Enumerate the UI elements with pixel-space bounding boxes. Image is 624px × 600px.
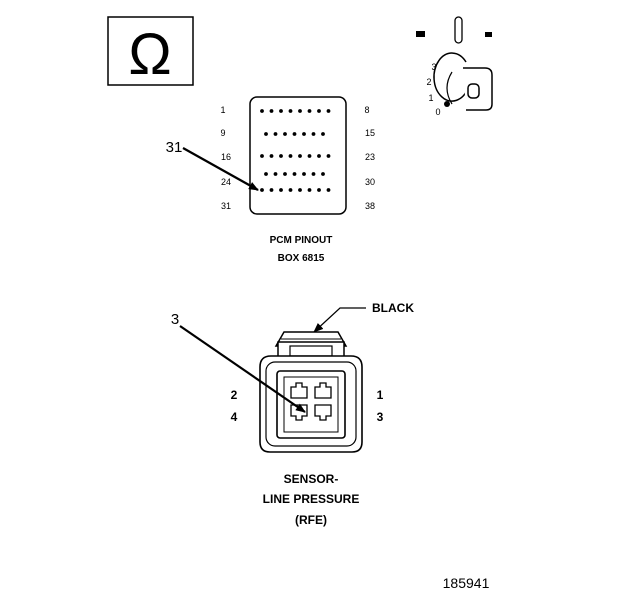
sensor-callout-number: 3 — [171, 311, 179, 328]
sensor-label-line3: (RFE) — [295, 513, 327, 527]
pcm-pin-hole — [269, 188, 274, 192]
pcm-pin-hole — [311, 172, 316, 176]
pcm-pin-hole — [321, 172, 325, 176]
pcm-pin-hole — [279, 154, 283, 158]
pcm-pin-hole — [264, 172, 268, 176]
sensor-pin-4: 4 — [231, 410, 238, 424]
sensor-callout-arrow — [179, 325, 306, 413]
pcm-pin-hole — [283, 172, 287, 176]
pcm-pin-hole — [326, 109, 331, 113]
wire-color-label: BLACK — [372, 301, 414, 315]
pcm-pin-16: 16 — [221, 152, 231, 162]
pcm-pin-hole — [292, 172, 297, 176]
pcm-pin-hole — [326, 188, 331, 192]
pcm-pin-hole — [302, 132, 306, 136]
pcm-pin-hole — [292, 132, 297, 136]
pcm-pin-hole — [269, 109, 274, 113]
pcm-pin-23: 23 — [365, 152, 375, 162]
black-wire-leader — [313, 307, 366, 333]
pcm-pin-1: 1 — [220, 105, 225, 115]
figure-number: 185941 — [443, 575, 490, 591]
pcm-label-line1: PCM PINOUT — [270, 235, 333, 246]
pcm-pin-hole — [273, 132, 278, 136]
pcm-pin-38: 38 — [365, 201, 375, 211]
pcm-pin-15: 15 — [365, 128, 375, 138]
pcm-callout-number: 31 — [166, 139, 183, 156]
pcm-pin-hole — [317, 188, 321, 192]
pcm-pin-9: 9 — [220, 128, 225, 138]
pcm-pin-hole — [260, 154, 264, 158]
ohm-symbol: Ω — [128, 22, 171, 87]
pcm-pin-hole — [307, 188, 312, 192]
pcm-pin-8: 8 — [364, 105, 369, 115]
pcm-pin-hole — [288, 154, 293, 158]
pcm-callout-arrow — [182, 147, 259, 191]
pcm-pin-hole — [317, 109, 321, 113]
pcm-label-line2: BOX 6815 — [278, 253, 325, 264]
pcm-pin-hole — [307, 109, 312, 113]
pcm-pin-hole — [326, 154, 331, 158]
sensor-pin-1: 1 — [377, 388, 384, 402]
pcm-pin-hole — [260, 109, 264, 113]
sensor-terminal-cavities — [290, 382, 332, 421]
pcm-pin-hole — [288, 109, 293, 113]
ignition-key-icon: 3 2 1 0 — [416, 16, 493, 117]
sensor-pin-3: 3 — [377, 410, 384, 424]
sensor-label-line1: SENSOR- — [284, 472, 339, 486]
pcm-pin-hole — [298, 188, 302, 192]
pcm-pin-hole — [273, 172, 278, 176]
key-position-0: 0 — [435, 107, 440, 117]
pcm-pin-hole — [321, 132, 325, 136]
pcm-pin-hole — [311, 132, 316, 136]
pcm-pin-hole — [307, 154, 312, 158]
pcm-pin-hole — [264, 132, 268, 136]
pcm-pin-hole — [269, 154, 274, 158]
pcm-pin-hole — [279, 109, 283, 113]
ohmmeter-icon: Ω — [107, 16, 194, 87]
pcm-pin-hole — [298, 109, 302, 113]
pcm-pin-24: 24 — [221, 177, 231, 187]
sensor-pin-2: 2 — [231, 388, 238, 402]
pcm-pin-hole — [283, 132, 287, 136]
pcm-pin-hole — [279, 188, 283, 192]
pcm-connector: 1 9 16 24 31 8 15 23 30 38 31 PCM PINOUT… — [166, 96, 375, 264]
pcm-pin-30: 30 — [365, 177, 375, 187]
pcm-pin-hole — [288, 188, 293, 192]
pcm-pin-hole — [260, 188, 264, 192]
pcm-pin-grid — [260, 109, 331, 192]
pcm-pin-hole — [317, 154, 321, 158]
key-position-3: 3 — [431, 62, 436, 72]
sensor-connector: 3 BLACK 2 4 1 3 SENSOR- LINE PRESSURE (R… — [171, 301, 415, 527]
key-position-1: 1 — [428, 93, 433, 103]
key-position-2: 2 — [426, 77, 431, 87]
sensor-label-line2: LINE PRESSURE — [263, 492, 360, 506]
pcm-pin-31: 31 — [221, 201, 231, 211]
pcm-pin-hole — [298, 154, 302, 158]
pcm-pin-hole — [302, 172, 306, 176]
